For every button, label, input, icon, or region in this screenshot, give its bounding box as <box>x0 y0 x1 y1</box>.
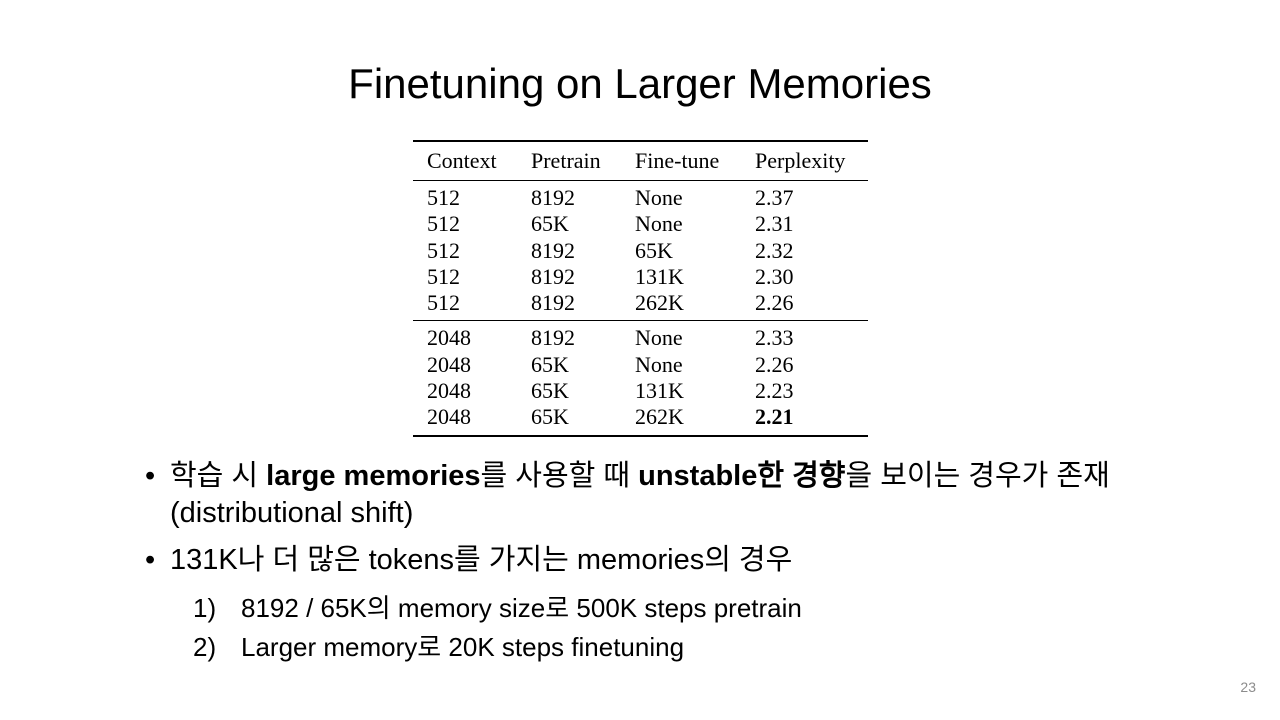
cell-pretrain: 65K <box>531 404 569 430</box>
cell-perplexity: 2.30 <box>755 263 794 289</box>
cell-finetune: 131K <box>635 263 684 289</box>
cell-perplexity: 2.37 <box>755 185 794 210</box>
bullet-list: • 학습 시 large memories를 사용할 때 unstable한 경… <box>145 458 1205 667</box>
cell-perplexity: 2.23 <box>755 378 794 404</box>
sub-item-number: 2) <box>193 632 217 662</box>
cell-finetune: 262K <box>635 404 684 430</box>
bullet-item: • 131K나 더 많은 tokens를 가지는 memories의 경우 <box>145 542 1205 579</box>
table-header-row: Context Pretrain Fine-tune Perplexity <box>413 142 868 181</box>
cell-context: 2048 <box>427 325 471 351</box>
sub-item-text: Larger memory로 20K steps finetuning <box>241 632 685 662</box>
page-number: 23 <box>1240 679 1256 695</box>
header-pretrain: Pretrain <box>531 148 601 173</box>
table-row: 2048 65K 131K 2.23 <box>413 378 868 404</box>
cell-finetune: 131K <box>635 378 684 404</box>
cell-finetune: 65K <box>635 237 673 263</box>
bullet-text: 131K나 더 많은 tokens를 가지는 memories의 경우 <box>170 544 793 576</box>
table-row: 2048 65K 262K 2.21 <box>413 404 868 430</box>
sub-item: 1) 8192 / 65K의 memory size로 500K steps p… <box>145 589 1205 628</box>
bullet-text: 을 보이는 경우가 존재 (distributional shift) <box>170 460 1110 529</box>
cell-perplexity: 2.26 <box>755 351 794 377</box>
header-context: Context <box>427 148 497 173</box>
table-group-2048: 2048 8192 None 2.33 2048 65K None 2.26 2… <box>413 320 868 434</box>
table-group-512: 512 8192 None 2.37 512 65K None 2.31 512… <box>413 181 868 320</box>
slide-title: Finetuning on Larger Memories <box>348 60 932 107</box>
table-row: 512 8192 131K 2.30 <box>413 264 868 290</box>
cell-context: 512 <box>427 237 460 263</box>
table-row: 512 65K None 2.31 <box>413 211 868 237</box>
cell-pretrain: 8192 <box>531 185 575 210</box>
cell-pretrain: 8192 <box>531 237 575 263</box>
bullet-text-bold: unstable한 경향 <box>638 460 846 492</box>
cell-perplexity: 2.26 <box>755 290 794 316</box>
cell-pretrain: 65K <box>531 378 569 404</box>
cell-perplexity-best: 2.21 <box>755 404 794 430</box>
bullet-text-bold: large memories <box>266 460 481 492</box>
sub-item-text: 8192 / 65K의 memory size로 500K steps pret… <box>241 593 802 623</box>
header-perplexity: Perplexity <box>755 148 846 173</box>
bullet-item: • 학습 시 large memories를 사용할 때 unstable한 경… <box>145 458 1205 532</box>
table-row: 512 8192 262K 2.26 <box>413 290 868 316</box>
cell-finetune: None <box>635 325 683 351</box>
cell-context: 2048 <box>427 378 471 404</box>
cell-pretrain: 65K <box>531 211 569 237</box>
table-row: 2048 8192 None 2.33 <box>413 325 868 351</box>
cell-context: 2048 <box>427 404 471 430</box>
bullet-marker: • <box>145 460 156 492</box>
cell-perplexity: 2.32 <box>755 237 794 263</box>
cell-context: 512 <box>427 185 460 210</box>
sub-item-number: 1) <box>193 593 217 623</box>
bullet-text: 를 사용할 때 <box>480 460 639 492</box>
cell-perplexity: 2.31 <box>755 211 794 237</box>
bullet-text: 학습 시 <box>170 460 267 492</box>
table-row: 512 8192 None 2.37 <box>413 185 868 211</box>
cell-perplexity: 2.33 <box>755 325 794 351</box>
cell-finetune: None <box>635 211 683 237</box>
cell-pretrain: 8192 <box>531 263 575 289</box>
table-row: 512 8192 65K 2.32 <box>413 238 868 264</box>
cell-context: 512 <box>427 263 460 289</box>
cell-finetune: None <box>635 351 683 377</box>
cell-finetune: 262K <box>635 290 684 316</box>
cell-pretrain: 8192 <box>531 290 575 316</box>
bullet-marker: • <box>145 544 156 576</box>
table-row: 2048 65K None 2.26 <box>413 352 868 378</box>
cell-context: 512 <box>427 211 460 237</box>
cell-pretrain: 8192 <box>531 325 575 351</box>
results-table: Context Pretrain Fine-tune Perplexity 51… <box>413 140 868 437</box>
sub-item: 2) Larger memory로 20K steps finetuning <box>145 628 1205 667</box>
cell-pretrain: 65K <box>531 351 569 377</box>
header-finetune: Fine-tune <box>635 148 720 173</box>
cell-context: 2048 <box>427 351 471 377</box>
cell-finetune: None <box>635 185 683 210</box>
cell-context: 512 <box>427 290 460 316</box>
